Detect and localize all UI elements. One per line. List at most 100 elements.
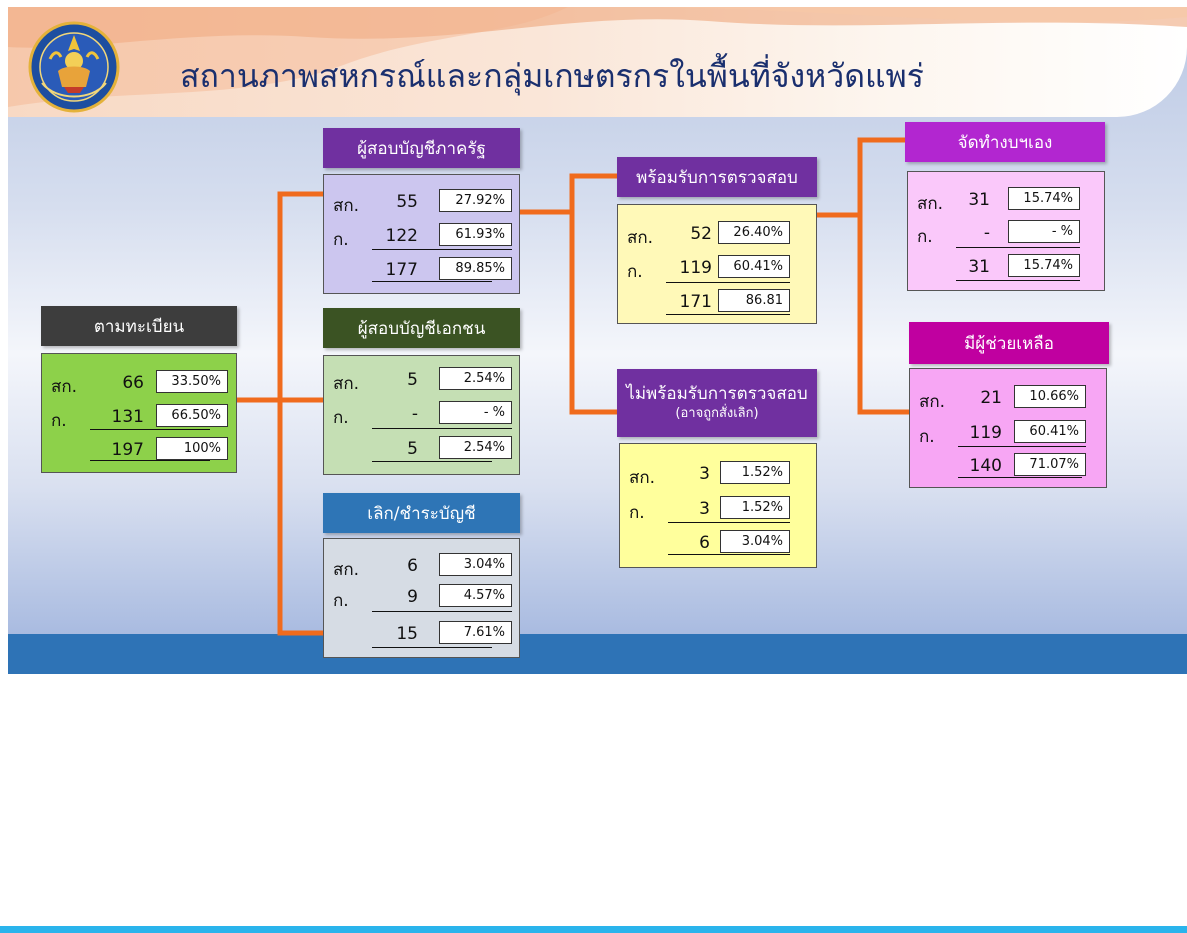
total-count: 171 [679,292,712,312]
farmer-group-count: - [983,223,990,243]
total-row: 15 7.61% [324,621,519,649]
coop-label: สก. [333,196,360,216]
total-percent: 100% [156,437,228,460]
coop-label: สก. [627,228,654,248]
coop-label: สก. [919,392,946,412]
sum-underline [958,446,1086,447]
coop-label: สก. [51,377,78,397]
total-underline [958,477,1082,478]
farmer-group-percent: - % [1008,220,1080,243]
total-percent: 89.85% [439,257,512,280]
sum-underline [666,282,790,283]
private-auditor-header: ผู้สอบบัญชีเอกชน [323,308,520,348]
farmer-group-row: ก. - - % [908,220,1104,248]
total-row: 5 2.54% [324,436,519,464]
farmer-group-percent: 60.41% [1014,420,1086,443]
farmer-group-count: 3 [699,499,710,519]
total-percent: 71.07% [1014,453,1086,476]
farmer-group-label: ก. [917,227,933,247]
registered-panel: สก. 66 33.50% ก. 131 66.50% 197 100% [41,353,237,473]
with-assistant-panel: สก. 21 10.66% ก. 119 60.41% 140 71.07% [909,368,1107,488]
gov-auditor-panel: สก. 55 27.92% ก. 122 61.93% 177 89.85% [323,174,520,294]
coop-percent: 33.50% [156,370,228,393]
farmer-group-count: - [411,404,418,424]
coop-row: สก. 21 10.66% [910,385,1106,413]
not-ready-title: ไม่พร้อมรับการตรวจสอบ [626,384,808,405]
coop-row: สก. 31 15.74% [908,187,1104,215]
floor-band [8,634,1187,674]
farmer-group-row: ก. 119 60.41% [618,255,816,283]
total-underline [668,554,790,555]
total-underline [956,280,1080,281]
bottom-accent-strip [0,926,1187,933]
farmer-group-percent: 61.93% [439,223,512,246]
coop-count: 52 [690,224,712,244]
with-assistant-header: มีผู้ช่วยเหลือ [909,322,1109,364]
total-underline [372,461,492,462]
coop-count: 31 [968,190,990,210]
self-prepared-header: จัดทำงบฯเอง [905,122,1105,162]
coop-row: สก. 52 26.40% [618,221,816,249]
farmer-group-row: ก. 131 66.50% [42,404,236,432]
coop-percent: 15.74% [1008,187,1080,210]
sum-underline [372,611,512,612]
total-row: 6 3.04% [620,530,816,558]
coop-percent: 10.66% [1014,385,1086,408]
flow-connectors [235,137,912,636]
farmer-group-row: ก. 3 1.52% [620,496,816,524]
ready-header: พร้อมรับการตรวจสอบ [617,157,817,197]
total-underline [372,281,492,282]
farmer-group-percent: 1.52% [720,496,790,519]
sum-underline [372,249,512,250]
coop-row: สก. 6 3.04% [324,553,519,581]
coop-percent: 26.40% [718,221,790,244]
farmer-group-row: ก. - - % [324,401,519,429]
farmer-group-label: ก. [629,503,645,523]
dissolved-panel: สก. 6 3.04% ก. 9 4.57% 15 7.61% [323,538,520,658]
total-underline [666,314,790,315]
farmer-group-row: ก. 119 60.41% [910,420,1106,448]
farmer-group-label: ก. [51,411,67,431]
total-percent: 3.04% [720,530,790,553]
total-count: 15 [396,624,418,644]
dissolved-header: เลิก/ชำระบัญชี [323,493,520,533]
department-seal-icon [28,21,120,113]
not-ready-header: ไม่พร้อมรับการตรวจสอบ (อาจถูกสั่งเลิก) [617,369,817,437]
coop-percent: 1.52% [720,461,790,484]
self-prepared-panel: สก. 31 15.74% ก. - - % 31 15.74% [907,171,1105,291]
coop-count: 21 [980,388,1002,408]
coop-count: 55 [396,192,418,212]
farmer-group-count: 9 [407,587,418,607]
sum-underline [956,247,1080,248]
coop-percent: 2.54% [439,367,512,390]
sum-underline [668,522,790,523]
coop-count: 66 [122,373,144,393]
coop-label: สก. [333,374,360,394]
coop-row: สก. 55 27.92% [324,189,519,217]
total-row: 171 86.81 [618,289,816,317]
coop-row: สก. 66 33.50% [42,370,236,398]
registered-header: ตามทะเบียน [41,306,237,346]
total-percent: 15.74% [1008,254,1080,277]
farmer-group-count: 122 [385,226,418,246]
not-ready-subtitle: (อาจถูกสั่งเลิก) [675,405,759,421]
farmer-group-percent: 66.50% [156,404,228,427]
not-ready-panel: สก. 3 1.52% ก. 3 1.52% 6 3.04% [619,443,817,568]
coop-count: 3 [699,464,710,484]
farmer-group-count: 131 [111,407,144,427]
total-count: 6 [699,533,710,553]
coop-row: สก. 3 1.52% [620,461,816,489]
total-percent: 2.54% [439,436,512,459]
sum-underline [90,429,210,430]
total-row: 140 71.07% [910,453,1106,481]
coop-label: สก. [629,468,656,488]
total-underline [90,460,210,461]
total-row: 197 100% [42,437,236,465]
farmer-group-label: ก. [333,591,349,611]
title-banner: สถานภาพสหกรณ์และกลุ่มเกษตรกรในพื้นที่จัง… [8,7,1187,117]
coop-percent: 3.04% [439,553,512,576]
coop-count: 5 [407,370,418,390]
total-count: 140 [969,456,1002,476]
farmer-group-label: ก. [627,262,643,282]
total-percent: 86.81 [718,289,790,312]
